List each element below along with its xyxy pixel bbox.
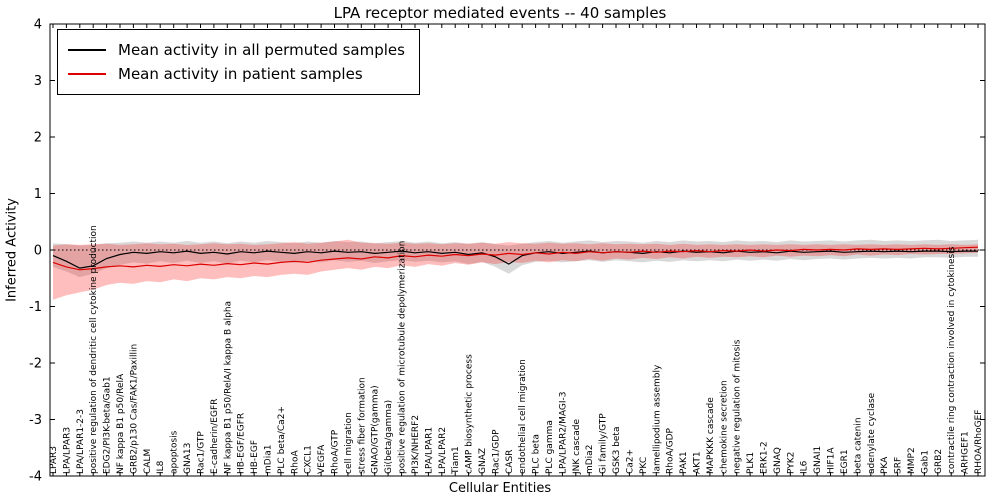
permuted-line-swatch xyxy=(68,49,106,51)
svg-text:RHOA/RhoGEF: RHOA/RhoGEF xyxy=(974,410,984,474)
svg-text:0: 0 xyxy=(34,244,42,259)
svg-text:Rac1/GTP: Rac1/GTP xyxy=(197,431,207,474)
svg-text:HB-EGF/EGFR: HB-EGF/EGFR xyxy=(237,413,247,474)
svg-text:3: 3 xyxy=(34,74,42,89)
svg-text:PLC beta/Ca2+: PLC beta/Ca2+ xyxy=(277,406,287,474)
legend-label-patient: Mean activity in patient samples xyxy=(118,65,363,83)
legend: Mean activity in all permuted samples Me… xyxy=(57,29,420,95)
svg-text:-1: -1 xyxy=(29,300,42,315)
svg-text:contractile ring contraction i: contractile ring contraction involved in… xyxy=(947,246,957,474)
svg-text:PLC beta: PLC beta xyxy=(532,434,542,474)
svg-text:beta catenin: beta catenin xyxy=(853,417,863,474)
svg-text:GNAQ: GNAQ xyxy=(773,447,783,474)
svg-text:endothelial cell migration: endothelial cell migration xyxy=(518,359,528,474)
svg-text:lamellipodium assembly: lamellipodium assembly xyxy=(652,364,662,474)
svg-text:NF kappa B1 p50/RelA: NF kappa B1 p50/RelA xyxy=(116,373,126,474)
svg-text:RhoA/GTP: RhoA/GTP xyxy=(331,429,341,474)
svg-text:PKC: PKC xyxy=(639,457,649,474)
svg-text:ARHGEF1: ARHGEF1 xyxy=(961,431,971,474)
svg-text:SRF: SRF xyxy=(894,457,904,474)
svg-text:CASR: CASR xyxy=(505,450,515,474)
svg-text:RhoA: RhoA xyxy=(290,450,300,474)
svg-text:cell migration: cell migration xyxy=(344,412,354,474)
x-axis-label: Cellular Entities xyxy=(448,481,552,496)
svg-text:apoptosis: apoptosis xyxy=(170,430,180,474)
svg-text:PAK1: PAK1 xyxy=(679,451,689,474)
svg-text:GRB2/p130 Cas/FAK1/Paxillin: GRB2/p130 Cas/FAK1/Paxillin xyxy=(129,344,139,474)
svg-text:LPA/LPAR1-2-3: LPA/LPAR1-2-3 xyxy=(76,409,86,474)
svg-text:GNAZ: GNAZ xyxy=(478,448,488,474)
svg-text:stress fiber formation: stress fiber formation xyxy=(357,377,367,474)
svg-text:Rac1/GDP: Rac1/GDP xyxy=(491,429,501,474)
svg-text:GSK3 beta: GSK3 beta xyxy=(612,427,622,474)
svg-text:NF kappa B1 p50/RelA/I kappa B: NF kappa B1 p50/RelA/I kappa B alpha xyxy=(223,301,233,474)
svg-text:4: 4 xyxy=(34,18,42,33)
svg-text:LPA/LPAR2: LPA/LPAR2 xyxy=(438,427,448,474)
svg-text:JNK cascade: JNK cascade xyxy=(572,419,582,475)
svg-text:-4: -4 xyxy=(29,470,42,485)
legend-label-permuted: Mean activity in all permuted samples xyxy=(118,41,405,59)
y-axis-label: Inferred Activity xyxy=(4,198,20,302)
svg-text:Gi family/GTP: Gi family/GTP xyxy=(599,413,609,474)
svg-text:Tiam1: Tiam1 xyxy=(451,446,461,475)
svg-text:CALM: CALM xyxy=(143,449,153,474)
svg-text:mDia1: mDia1 xyxy=(264,445,274,474)
svg-text:AKT1: AKT1 xyxy=(693,451,703,474)
svg-text:EGR1: EGR1 xyxy=(840,449,850,474)
svg-text:HIF1A: HIF1A xyxy=(827,447,837,474)
svg-text:EDG2/PI3K-beta/Gab1: EDG2/PI3K-beta/Gab1 xyxy=(103,376,113,474)
svg-text:PLC gamma: PLC gamma xyxy=(545,420,555,474)
svg-text:MMP2: MMP2 xyxy=(907,447,917,474)
chart-title: LPA receptor mediated events -- 40 sampl… xyxy=(333,4,667,22)
svg-text:IL8: IL8 xyxy=(156,460,166,474)
svg-text:Gab1: Gab1 xyxy=(920,450,930,474)
svg-text:GNA13: GNA13 xyxy=(183,443,193,474)
patient-line-swatch xyxy=(68,73,106,75)
svg-text:GNAI1: GNAI1 xyxy=(813,446,823,474)
svg-text:adenylate cyclase: adenylate cyclase xyxy=(867,392,877,474)
svg-text:PKA: PKA xyxy=(880,456,890,474)
svg-text:LPAR3: LPAR3 xyxy=(49,446,59,474)
svg-text:LPA/LPAR1: LPA/LPAR1 xyxy=(424,427,434,474)
svg-text:PLK1: PLK1 xyxy=(746,452,756,474)
svg-text:-2: -2 xyxy=(29,357,42,372)
svg-text:RhoA/GDP: RhoA/GDP xyxy=(666,427,676,474)
svg-text:E-cadherin/EGFR: E-cadherin/EGFR xyxy=(210,399,220,474)
svg-text:GNAO/GTP(gamma): GNAO/GTP(gamma) xyxy=(371,385,381,474)
svg-text:-3: -3 xyxy=(29,413,42,428)
svg-text:PI3K/NHERF2: PI3K/NHERF2 xyxy=(411,415,421,474)
svg-text:Ca2+: Ca2+ xyxy=(625,449,635,474)
svg-text:MAPKKK cascade: MAPKKK cascade xyxy=(706,397,716,474)
legend-item-patient: Mean activity in patient samples xyxy=(68,62,405,86)
svg-text:chemokine secretion: chemokine secretion xyxy=(719,380,729,474)
svg-text:GRB2: GRB2 xyxy=(934,449,944,474)
svg-text:1: 1 xyxy=(34,187,42,202)
svg-text:PYK2: PYK2 xyxy=(786,452,796,474)
svg-text:mDia2: mDia2 xyxy=(585,445,595,474)
svg-text:negative regulation of mitosis: negative regulation of mitosis xyxy=(733,339,743,474)
svg-text:CXCL1: CXCL1 xyxy=(304,445,314,474)
svg-text:positive regulation of dendrit: positive regulation of dendritic cell cy… xyxy=(89,225,99,474)
svg-text:IL6: IL6 xyxy=(800,460,810,474)
svg-text:LPA/LPAR2/MAGI-3: LPA/LPAR2/MAGI-3 xyxy=(558,392,568,474)
svg-text:HB-EGF: HB-EGF xyxy=(250,440,260,474)
svg-text:2: 2 xyxy=(34,131,42,146)
legend-item-permuted: Mean activity in all permuted samples xyxy=(68,38,405,62)
svg-text:positive regulation of microtu: positive regulation of microtubule depol… xyxy=(398,241,408,474)
svg-text:cAMP biosynthetic process: cAMP biosynthetic process xyxy=(465,354,475,474)
svg-text:ERK1-2: ERK1-2 xyxy=(760,441,770,474)
svg-text:Gi(beta/gamma): Gi(beta/gamma) xyxy=(384,400,394,474)
svg-text:VEGFA: VEGFA xyxy=(317,444,327,474)
svg-text:LPA/LPAR3: LPA/LPAR3 xyxy=(62,427,72,474)
